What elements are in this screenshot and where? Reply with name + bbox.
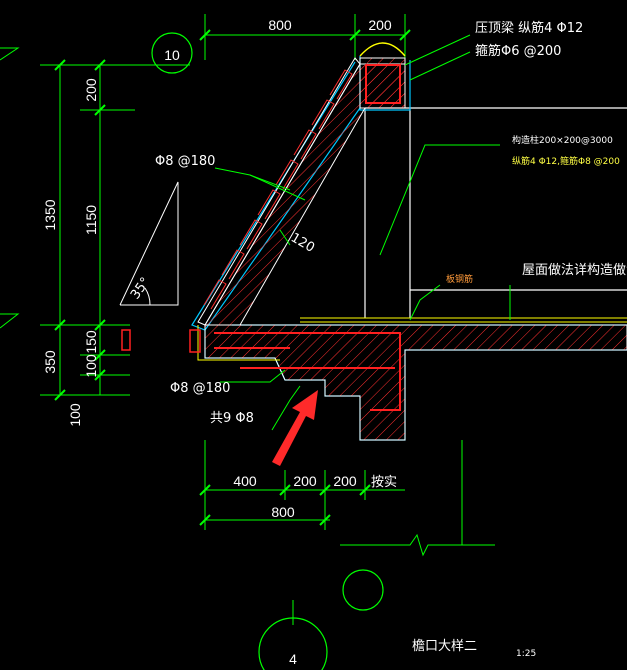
column-outline [364, 107, 627, 318]
note-column-rebar: 纵筋4 Φ12,箍筋Φ8 @200 [512, 155, 620, 167]
note-top-beam: 压顶梁 纵筋4 Φ12 [475, 20, 583, 36]
note-column-title: 构造柱200×200@3000 [512, 134, 613, 146]
top-beam [359, 42, 406, 109]
grid-marker-4: 4 [258, 617, 328, 670]
dim-left-100b: 100 [67, 403, 83, 427]
horizontal-slab [121, 317, 627, 441]
dim-left-150: 150 [83, 330, 99, 354]
drawing-title: 檐口大样二 [412, 639, 477, 654]
slab-thickness-label: 120 [288, 230, 317, 255]
dim-bottom-200a: 200 [293, 473, 317, 489]
dim-left-100a: 100 [83, 354, 99, 378]
dim-left-200: 200 [83, 78, 99, 102]
dim-bottom-note: 按实 [371, 475, 397, 490]
svg-text:10: 10 [164, 47, 180, 63]
leader-lines [214, 34, 511, 431]
dim-left-1150: 1150 [83, 205, 99, 235]
dim-bottom-200b: 200 [333, 473, 357, 489]
svg-text:4: 4 [289, 651, 297, 667]
highlight-arrow [272, 390, 318, 466]
note-roof: 屋面做法详构造做法 [522, 263, 627, 278]
dimension-lines [40, 14, 495, 625]
note-slab-rebar: 板钢筋 [446, 273, 473, 285]
grid-marker-10: 10 [151, 32, 193, 74]
dim-left-1350: 1350 [42, 199, 58, 230]
left-edge-fragments [0, 47, 20, 329]
note-rebar-bottom: Φ8 @180 [170, 381, 230, 396]
dim-bottom-400: 400 [233, 473, 257, 489]
dim-left-350: 350 [42, 350, 58, 374]
slope-triangle [119, 181, 179, 306]
note-rebar-total: 共9 Φ8 [210, 411, 254, 426]
grid-marker-bottom [342, 569, 384, 611]
drawing-scale: 1:25 [516, 649, 536, 659]
note-rebar-top: Φ8 @180 [155, 154, 215, 169]
dim-top-800: 800 [268, 17, 292, 33]
dim-bottom-800: 800 [271, 504, 295, 520]
dimension-ticks [54, 29, 411, 526]
dim-top-200: 200 [368, 17, 392, 33]
note-stirrup: 箍筋Φ6 @200 [475, 43, 561, 59]
